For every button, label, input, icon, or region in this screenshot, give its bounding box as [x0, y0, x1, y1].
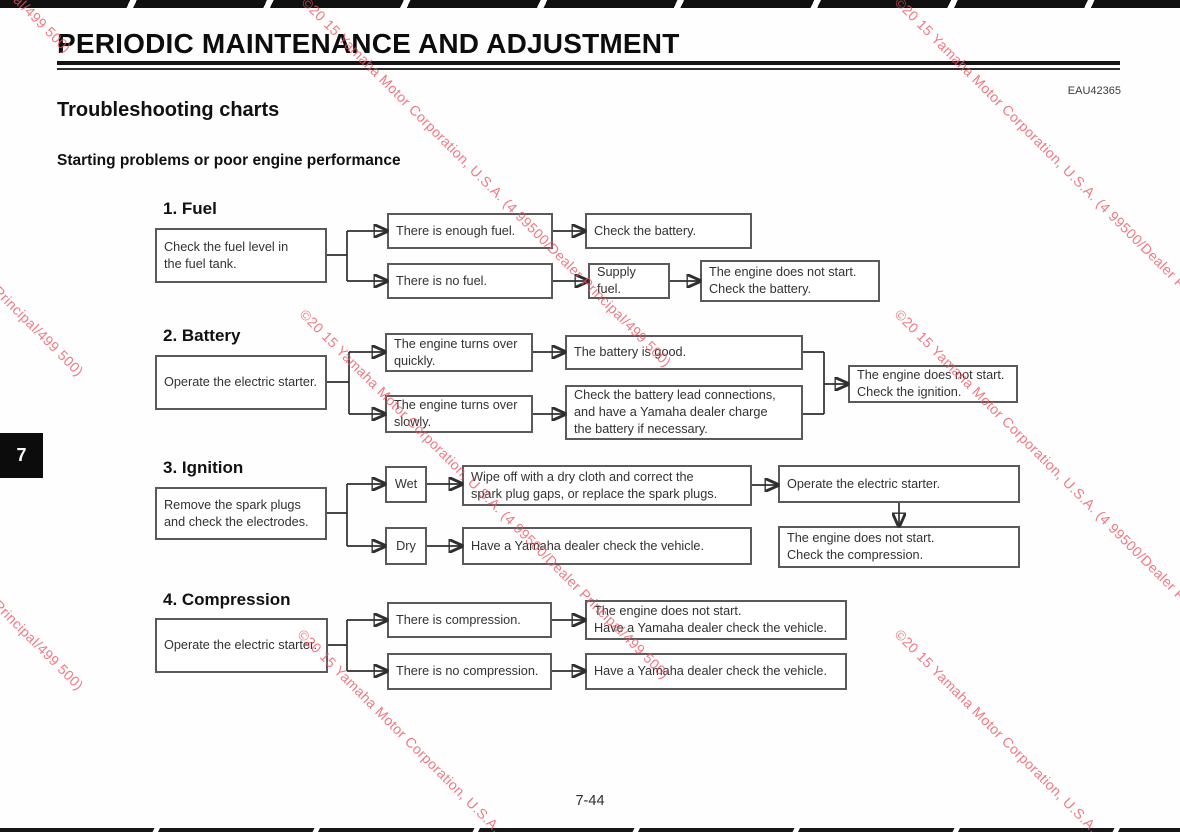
- flow-box-ignition-source: Remove the spark plugs and check the ele…: [155, 487, 327, 540]
- watermark-text: ©20 15 Yamaha Motor Corporation, U.S.A. …: [891, 0, 1180, 370]
- flow-box-battery-good: The battery is good.: [565, 335, 803, 370]
- flow-box-ignition-dealer: Have a Yamaha dealer check the vehicle.: [462, 527, 752, 565]
- flow-heading-battery: 2. Battery: [163, 326, 241, 345]
- flow-box-compression-source: Operate the electric starter.: [155, 618, 328, 673]
- page-bottom-edge: [0, 828, 1180, 832]
- flow-box-battery-quick: The engine turns over quickly.: [385, 333, 533, 372]
- flow-box-ignition-no-start: The engine does not start. Check the com…: [778, 526, 1020, 568]
- chapter-title: PERIODIC MAINTENANCE AND ADJUSTMENT: [57, 28, 680, 59]
- flow-box-compression-no-start-dealer: The engine does not start. Have a Yamaha…: [585, 600, 847, 640]
- doc-code: EAU42365: [1067, 85, 1121, 97]
- flow-box-fuel-source: Check the fuel level in the fuel tank.: [155, 228, 327, 283]
- flow-box-ignition-wet: Wet: [385, 466, 427, 503]
- flow-box-battery-charge: Check the battery lead connections, and …: [565, 385, 803, 440]
- flow-box-compression-dealer: Have a Yamaha dealer check the vehicle.: [585, 653, 847, 690]
- subsection-title: Starting problems or poor engine perform…: [57, 152, 401, 169]
- flow-heading-fuel: 1. Fuel: [163, 199, 217, 218]
- flow-heading-ignition: 3. Ignition: [163, 458, 244, 477]
- section-title: Troubleshooting charts: [57, 99, 280, 121]
- flow-box-fuel-enough: There is enough fuel.: [387, 213, 553, 249]
- page-number: 7-44: [575, 793, 605, 809]
- flow-box-fuel-check-battery: Check the battery.: [585, 213, 752, 249]
- title-rule-thin: [57, 68, 1120, 70]
- page-top-edge: [0, 0, 1180, 8]
- flow-box-fuel-supply: Supply fuel.: [588, 263, 670, 299]
- flow-box-compression-no: There is no compression.: [387, 653, 552, 690]
- title-rule-thick: [57, 61, 1120, 65]
- flow-box-ignition-wipe: Wipe off with a dry cloth and correct th…: [462, 465, 752, 506]
- flow-box-ignition-dry: Dry: [385, 527, 427, 565]
- flow-heading-compression: 4. Compression: [163, 590, 291, 609]
- flow-box-battery-slow: The engine turns over slowly.: [385, 395, 533, 433]
- flow-box-compression-yes: There is compression.: [387, 602, 552, 638]
- watermark-text: Principal/499 500): [0, 597, 87, 694]
- flow-box-fuel-none: There is no fuel.: [387, 263, 553, 299]
- flow-box-battery-no-start: The engine does not start. Check the ign…: [848, 365, 1018, 403]
- chapter-tab: 7: [0, 433, 43, 478]
- flow-box-ignition-operate: Operate the electric starter.: [778, 465, 1020, 503]
- watermark-text: Principal/499 500): [0, 283, 87, 380]
- flow-box-battery-source: Operate the electric starter.: [155, 355, 327, 410]
- flow-box-fuel-no-start: The engine does not start. Check the bat…: [700, 260, 880, 302]
